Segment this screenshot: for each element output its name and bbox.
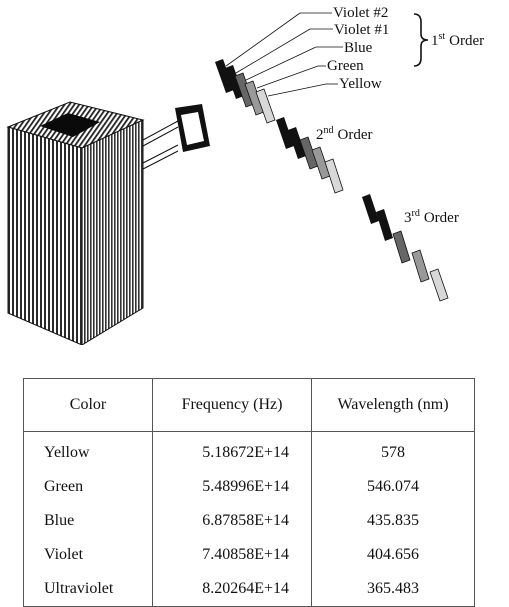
table-row: Green 5.48996E+14 546.074 bbox=[24, 470, 475, 504]
first-order-bar-violet1 bbox=[225, 65, 244, 99]
cell-frequency: 6.87858E+14 bbox=[152, 504, 312, 538]
lamp-side-face bbox=[81, 119, 144, 345]
table-row: Yellow 5.18672E+14 578 bbox=[24, 431, 475, 470]
third-order-bars bbox=[362, 194, 449, 302]
header-frequency: Frequency (Hz) bbox=[152, 378, 312, 432]
label-green: Green bbox=[327, 58, 364, 74]
label-violet2: Violet #2 bbox=[333, 5, 388, 21]
second-order-bars bbox=[276, 117, 344, 194]
first-order-bar-yellow bbox=[255, 88, 276, 124]
first-order-bars bbox=[215, 59, 276, 124]
first-order-brace bbox=[413, 13, 429, 67]
table-row: Blue 6.87858E+14 435.835 bbox=[24, 504, 475, 538]
lamp-top-opening bbox=[40, 113, 100, 137]
lamp-front-face bbox=[7, 126, 83, 345]
label-leader-lines bbox=[225, 12, 343, 97]
first-order-labels: Violet #2 Violet #1 Blue Green Yellow bbox=[327, 5, 389, 92]
cell-wavelength: 546.074 bbox=[311, 470, 475, 504]
label-blue: Blue bbox=[344, 40, 373, 56]
table-header-row: Color Frequency (Hz) Wavelength (nm) bbox=[23, 378, 475, 432]
cell-wavelength: 365.483 bbox=[311, 572, 475, 607]
table-row: Ultraviolet 8.20264E+14 365.483 bbox=[24, 572, 475, 607]
label-violet1: Violet #1 bbox=[334, 22, 389, 38]
cell-wavelength: 404.656 bbox=[311, 538, 475, 572]
cell-color: Violet bbox=[44, 546, 84, 563]
header-color: Color bbox=[23, 378, 153, 432]
color-frequency-table-container: Color Frequency (Hz) Wavelength (nm) Yel… bbox=[23, 378, 475, 607]
spectral-orders-diagram: Violet #2 Violet #1 Blue Green Yellow 1s… bbox=[6, 5, 484, 345]
cell-frequency: 5.18672E+14 bbox=[152, 431, 312, 470]
header-wavelength: Wavelength (nm) bbox=[311, 378, 475, 432]
cell-color: Ultraviolet bbox=[44, 580, 114, 597]
lamp-housing bbox=[6, 101, 145, 345]
cell-color: Green bbox=[44, 478, 84, 495]
table-row: Violet 7.40858E+14 404.656 bbox=[24, 538, 475, 572]
cell-color: Yellow bbox=[44, 444, 90, 461]
label-yellow: Yellow bbox=[339, 76, 382, 92]
cell-frequency: 5.48996E+14 bbox=[152, 470, 312, 504]
cell-frequency: 7.40858E+14 bbox=[152, 538, 312, 572]
color-frequency-table: Color Frequency (Hz) Wavelength (nm) Yel… bbox=[23, 378, 475, 607]
cell-wavelength: 578 bbox=[311, 431, 475, 470]
cell-frequency: 8.20264E+14 bbox=[152, 572, 312, 607]
first-order-bar-violet2 bbox=[215, 59, 234, 93]
cell-wavelength: 435.835 bbox=[311, 504, 475, 538]
cell-color: Blue bbox=[44, 512, 75, 529]
grating-holder bbox=[175, 104, 210, 152]
connector-rods bbox=[142, 120, 179, 170]
